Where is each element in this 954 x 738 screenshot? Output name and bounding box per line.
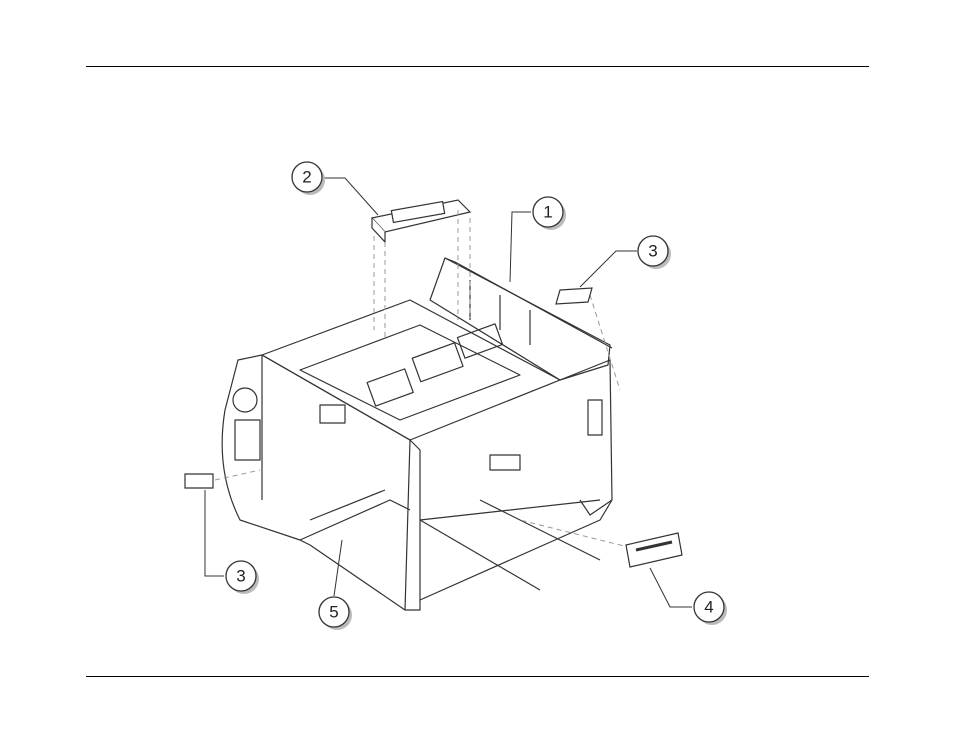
callout-number: 3 xyxy=(648,242,657,261)
callout-2: 2 xyxy=(292,162,325,195)
callout-leaders xyxy=(205,178,692,607)
callout-1: 1 xyxy=(533,197,566,230)
part-4-badge xyxy=(626,533,682,567)
callout-number: 4 xyxy=(704,598,713,617)
callout-3: 3 xyxy=(226,561,259,594)
callout-number: 2 xyxy=(302,168,311,187)
callout-3: 3 xyxy=(638,236,671,269)
callout-number: 5 xyxy=(329,603,338,622)
callout-4: 4 xyxy=(694,592,727,625)
callout-number: 3 xyxy=(236,567,245,586)
assembly-guide-lines xyxy=(215,210,640,550)
part-3-label-right xyxy=(556,288,592,304)
part-2-cover xyxy=(372,200,470,242)
part-3-label-left xyxy=(185,474,213,488)
printer-frame-drawing xyxy=(222,258,612,610)
callout-5: 5 xyxy=(319,597,352,630)
callout-number: 1 xyxy=(543,203,552,222)
